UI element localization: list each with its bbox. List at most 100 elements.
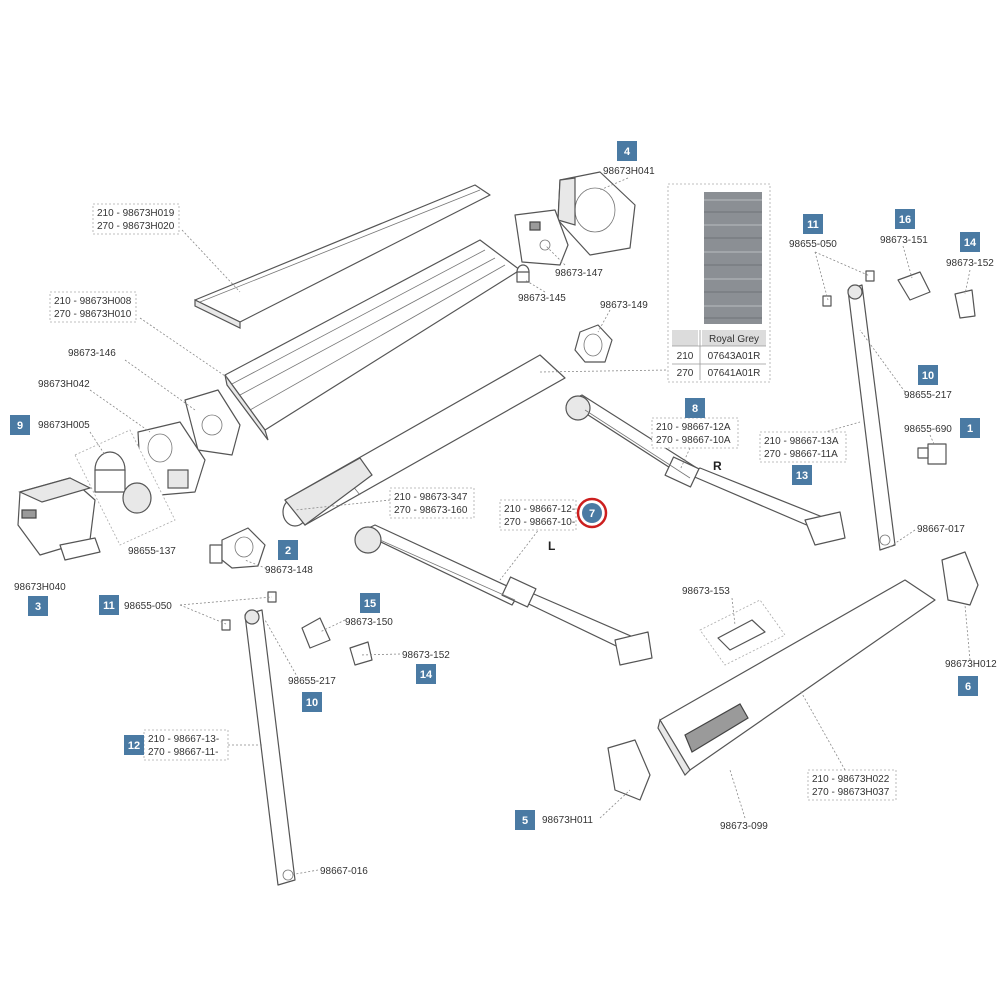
callout-c4: 210 - 98667-12- 270 - 98667-10- <box>499 499 577 531</box>
badge-15: 15 <box>360 593 380 613</box>
callout-c3: 210 - 98673-347 270 - 98673-160 <box>389 487 475 519</box>
right-arm-part <box>565 394 846 546</box>
part-label: 98673-148 <box>265 565 313 576</box>
callout-c6: 210 - 98667-13A 270 - 98667-11A <box>759 431 847 463</box>
adapter-149-part <box>574 324 613 363</box>
part-label: 98667-016 <box>320 866 368 877</box>
part-label: 98655-137 <box>128 546 176 557</box>
svg-text:11: 11 <box>103 600 115 612</box>
callout-line: 210 - 98673H008 <box>54 296 132 307</box>
part-label: 98673-149 <box>600 300 648 311</box>
leader-lines <box>89 177 971 876</box>
callout-line: 210 - 98673H022 <box>812 774 890 785</box>
end-cap-h011-part <box>607 739 651 801</box>
adapter-148-part <box>209 527 266 569</box>
fabric-table-header: Royal Grey <box>709 334 759 345</box>
callout-line: 210 - 98667-12- <box>504 504 575 515</box>
callout-line: 270 - 98667-11A <box>764 449 838 460</box>
part-label: 98673-152 <box>402 650 450 661</box>
end-cap-h012-part <box>941 551 979 606</box>
svg-text:1: 1 <box>967 423 973 435</box>
svg-text:14: 14 <box>420 669 433 681</box>
part-label: 98673H005 <box>38 420 90 431</box>
svg-text:5: 5 <box>522 815 528 827</box>
callout-line: 210 - 98667-13- <box>148 734 219 745</box>
callout-line: 210 - 98673-347 <box>394 492 468 503</box>
callout-line: 210 - 98667-12A <box>656 422 731 433</box>
badge-10a: 10 <box>918 365 938 385</box>
svg-text:3: 3 <box>35 601 41 613</box>
callout-line: 270 - 98667-10- <box>504 517 575 528</box>
part-labels: 98673H041 98673-147 98673-145 98673-149 … <box>14 166 997 877</box>
part-label: 98655-690 <box>904 424 952 435</box>
part-label: 98673-152 <box>946 258 994 269</box>
svg-text:4: 4 <box>624 146 631 158</box>
part-label: 98673-099 <box>720 821 768 832</box>
part-label: 98673H011 <box>542 815 593 826</box>
svg-text:7: 7 <box>589 508 595 520</box>
svg-text:11: 11 <box>807 219 819 231</box>
badge-12: 12 <box>124 735 144 755</box>
callout-line: 270 - 98673H010 <box>54 309 132 320</box>
badge-10b: 10 <box>302 692 322 712</box>
top-cover-part <box>194 184 491 329</box>
badge-14a: 14 <box>960 232 980 252</box>
plate-146-part <box>184 389 241 456</box>
svg-text:10: 10 <box>306 697 318 709</box>
clip-153-part <box>699 599 786 666</box>
part-label: 98655-050 <box>789 239 837 250</box>
right-support-leg-part <box>847 284 896 551</box>
gear-assembly-h005-part <box>74 429 176 546</box>
fabric-row-code: 07641A01R <box>708 368 761 379</box>
fabric-swatch-texture <box>704 192 762 324</box>
badge-14b: 14 <box>416 664 436 684</box>
part-label: 98673-145 <box>518 293 566 304</box>
svg-text:14: 14 <box>964 237 977 249</box>
fabric-row-size: 270 <box>677 368 694 379</box>
part-label: 98673H042 <box>38 379 90 390</box>
part-label: 98673H041 <box>603 166 655 177</box>
part-label: 98655-217 <box>288 676 336 687</box>
fabric-row-size: 210 <box>677 351 694 362</box>
callout-line: 210 - 98667-13A <box>764 436 839 447</box>
left-arm-part <box>354 524 653 666</box>
callout-line: 270 - 98673-160 <box>394 505 468 516</box>
part-label: 98655-050 <box>124 601 172 612</box>
svg-text:8: 8 <box>692 403 698 415</box>
part-label: 98673-151 <box>880 235 928 246</box>
right-end-cap-part <box>557 171 636 256</box>
svg-text:16: 16 <box>899 214 911 226</box>
svg-text:15: 15 <box>364 598 376 610</box>
callout-c5: 210 - 98667-12A 270 - 98667-10A <box>651 417 739 449</box>
badge-8: 8 <box>685 398 705 418</box>
svg-text:13: 13 <box>796 470 808 482</box>
callout-line: 270 - 98667-10A <box>656 435 731 446</box>
badge-11a: 11 <box>803 214 823 234</box>
gearbox-h042-part <box>137 421 206 496</box>
part-label: 98673-147 <box>555 268 603 279</box>
badge-9: 9 <box>10 415 30 435</box>
left-support-leg-part <box>244 609 296 886</box>
part-label: 98667-017 <box>917 524 965 535</box>
side-label-right: R <box>713 459 722 473</box>
badge-3: 3 <box>28 596 48 616</box>
callout-line: 270 - 98673H037 <box>812 787 890 798</box>
callout-line: 210 - 98673H019 <box>97 208 175 219</box>
badge-6: 6 <box>958 676 978 696</box>
badge-13: 13 <box>792 465 812 485</box>
pin-145-part <box>516 264 530 283</box>
part-label: 98673H040 <box>14 582 66 593</box>
callout-c2: 210 - 98673H008 270 - 98673H010 <box>49 291 137 323</box>
part-label: 98655-217 <box>904 390 952 401</box>
callout-c8: 210 - 98673H022 270 - 98673H037 <box>807 769 897 801</box>
svg-text:10: 10 <box>922 370 934 382</box>
fabric-row-code: 07643A01R <box>708 351 761 362</box>
badge-4: 4 <box>617 141 637 161</box>
callout-c7: 210 - 98667-13- 270 - 98667-11- <box>143 729 229 761</box>
badge-2: 2 <box>278 540 298 560</box>
badge-16: 16 <box>895 209 915 229</box>
svg-text:12: 12 <box>128 740 140 752</box>
callout-line: 270 - 98673H020 <box>97 221 175 232</box>
